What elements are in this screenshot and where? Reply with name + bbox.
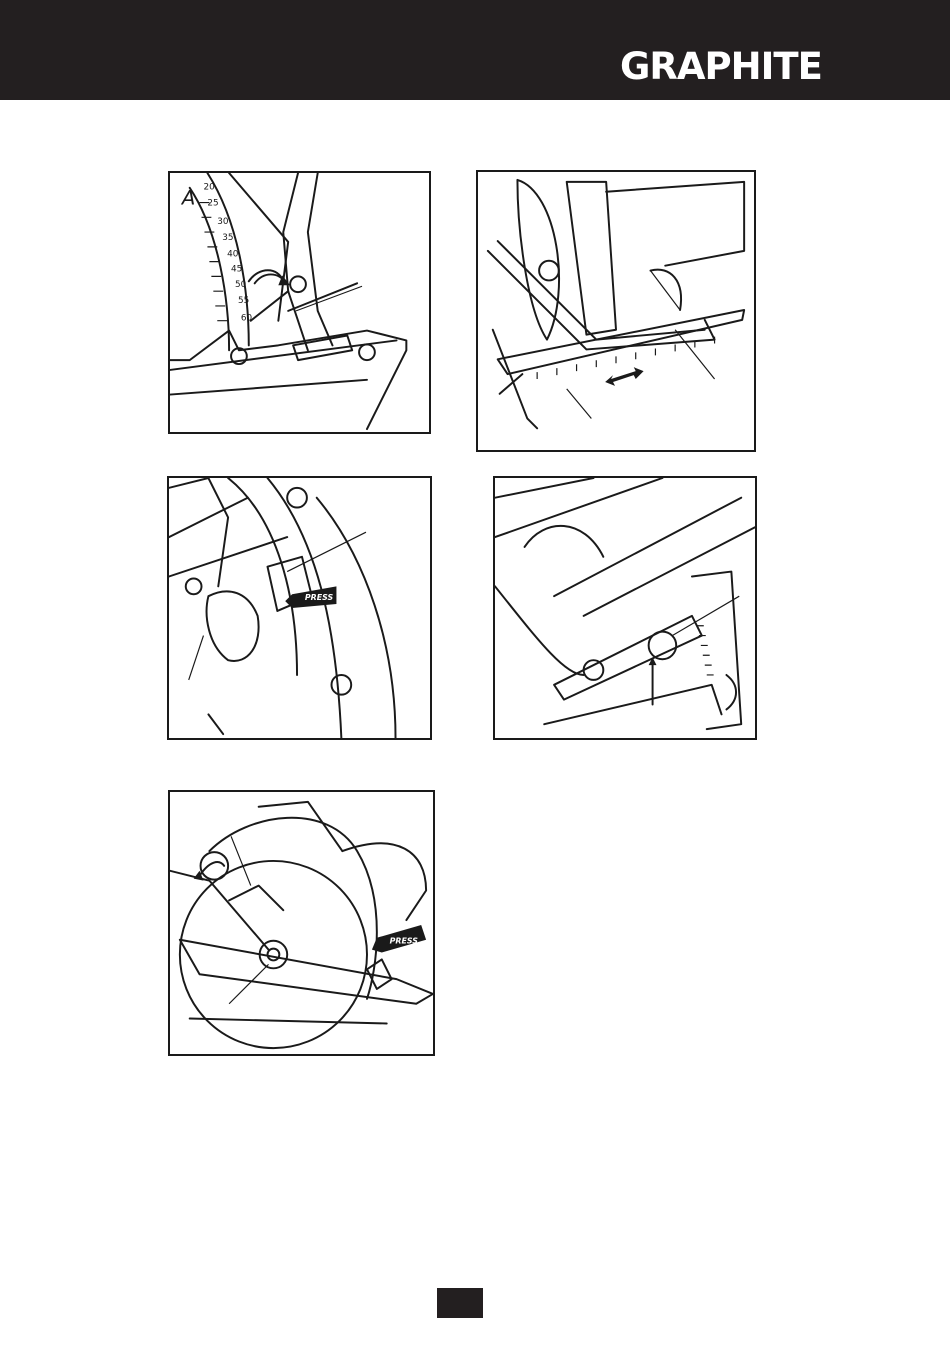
press-label: PRESS [305, 593, 334, 602]
brand-logo: GRAPHITE [620, 45, 850, 85]
scale-tick-label: 45 [231, 264, 242, 274]
slide-arrow-icon [605, 367, 643, 386]
scale-tick-label: 30 [217, 217, 229, 227]
bevel-scale-drawing: 20 25 30 35 40 45 50 55 60 A [170, 173, 429, 432]
press-label: PRESS [390, 937, 419, 946]
scale-tick-label: 40 [227, 250, 239, 260]
blade-change-drawing: PRESS [170, 792, 433, 1054]
brand-name: GRAPHITE [620, 45, 822, 85]
scale-tick-label: 55 [238, 296, 249, 306]
parallel-guide-drawing [478, 172, 754, 450]
page-number-tab [437, 1288, 483, 1318]
figure-parallel-guide [476, 170, 756, 452]
figure-blade-change: PRESS [168, 790, 435, 1056]
page-header: GRAPHITE [0, 0, 950, 100]
depth-ticks [697, 626, 714, 675]
scale-letter: A [180, 187, 195, 210]
figure-spindle-lock: PRESS [167, 476, 432, 740]
scale-tick-label: 60 [241, 314, 253, 324]
scale-tick-label: 25 [207, 198, 218, 208]
callout-line [672, 596, 739, 635]
figure-bevel-scale: 20 25 30 35 40 45 50 55 60 A [168, 171, 431, 434]
callout-line [189, 636, 204, 680]
callout-line [229, 964, 268, 1003]
callout-line [296, 286, 362, 311]
depth-adjust-drawing [495, 478, 755, 738]
scale-tick-label: 35 [222, 233, 233, 243]
spindle-lock-drawing: PRESS [169, 478, 430, 738]
up-arrow-icon [649, 657, 657, 665]
callout-line [675, 330, 714, 379]
callout-line [231, 836, 251, 885]
scale-tick-label: 20 [203, 183, 215, 193]
figure-depth-adjust [493, 476, 757, 740]
rotate-arrow-icon [726, 675, 736, 709]
callout-line [567, 389, 592, 419]
guide-ticks [537, 337, 714, 379]
callout-line [287, 532, 366, 571]
scale-tick-label: 50 [235, 280, 247, 290]
